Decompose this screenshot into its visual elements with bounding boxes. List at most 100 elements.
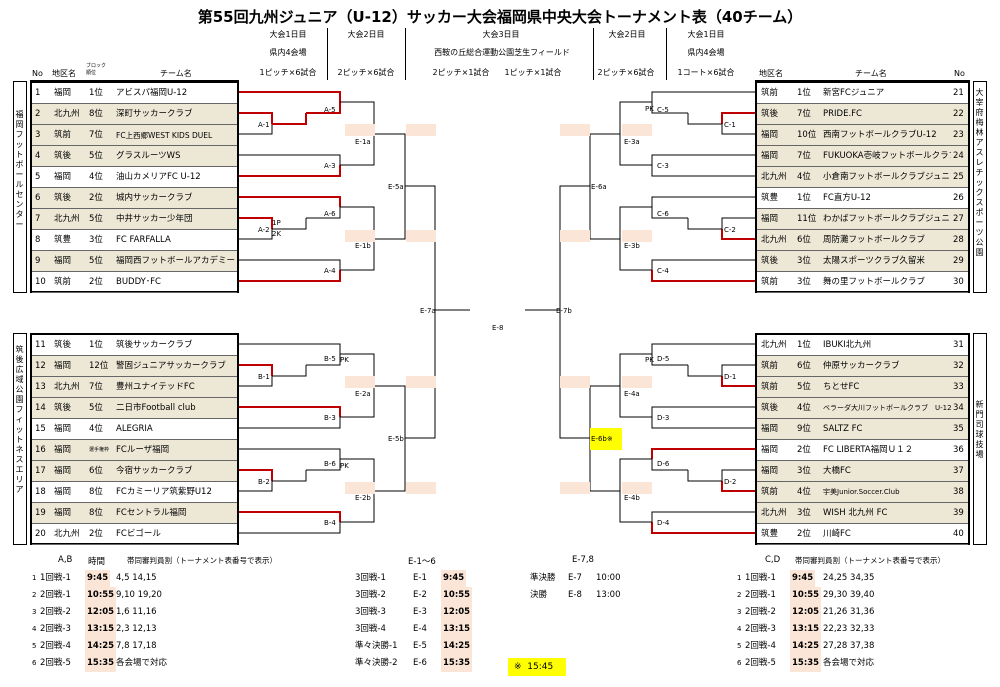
team-rank: 1位	[89, 340, 103, 350]
team-rank: 1位	[797, 340, 811, 350]
team-no: 4	[35, 151, 41, 161]
team-no: 26	[953, 193, 964, 203]
team-no: 11	[35, 340, 46, 350]
team-name: 西南フットボールクラブU-12	[823, 130, 937, 140]
team-no: 7	[35, 214, 41, 224]
match-label-e5a: E-5a	[388, 183, 404, 191]
row-round: 準決勝	[530, 573, 556, 583]
team-no: 13	[35, 382, 46, 392]
left-day2-label: 大会2日目	[347, 30, 385, 39]
team-no: 39	[953, 508, 964, 518]
row-index: 5	[737, 642, 742, 650]
team-name: FC FARFALLA	[116, 235, 171, 245]
match-label-c6: C-6	[657, 210, 669, 218]
day3-format-1: 2ピッチ×1試合	[432, 68, 490, 77]
team-name: FC直方U-12	[823, 193, 871, 203]
left-day1-venue: 県内4会場	[269, 48, 307, 57]
team-name: 深町サッカークラブ	[116, 109, 193, 119]
team-rank: 5位	[89, 256, 103, 266]
team-name: FC上西郷WEST KIDS DUEL	[116, 131, 213, 140]
match-label-d5: D-5	[657, 355, 669, 363]
right-day1-format: 1コート×6試合	[677, 68, 735, 77]
team-rank: 6位	[797, 361, 811, 371]
right-day1-venue: 県内4会場	[687, 48, 725, 57]
match-label-e3a: E-3a	[624, 138, 640, 146]
team-no: 17	[35, 466, 46, 476]
team-region: 筑後	[54, 340, 72, 350]
row-refs: 各会場で対応	[116, 658, 168, 668]
team-region: 北九州	[761, 508, 787, 518]
match-label-a4: A-4	[324, 267, 336, 275]
row-code: E-8	[568, 590, 582, 600]
team-region: 福岡	[54, 445, 72, 455]
match-label-b2: B-2	[258, 478, 270, 486]
team-name: SALTZ FC	[823, 424, 863, 434]
schedule-time-header: 時間	[88, 557, 106, 567]
match-label-c5: C-5	[657, 106, 669, 114]
team-no: 23	[953, 130, 964, 140]
row-code: E-6	[413, 658, 427, 668]
row-refs: 7,8 17,18	[116, 641, 157, 651]
team-rank: 1位	[797, 193, 811, 203]
match-label-a1: A-1	[258, 121, 270, 129]
team-name: WISH 北九州 FC	[823, 508, 888, 518]
team-name: 宇美Junior.Soccer.Club	[823, 488, 900, 496]
match-label-e7b: E-7b	[556, 307, 572, 315]
row-time: 13:15	[790, 621, 822, 638]
day3-venue: 西鞍の丘総合運動公園芝生フィールド	[434, 48, 570, 57]
row-index: 4	[32, 625, 37, 633]
team-name: ベラーダ大川フットボールクラブ U-12	[823, 404, 951, 412]
team-rank: 8位	[89, 109, 103, 119]
match-label-b5: B-5	[324, 355, 336, 363]
team-rank: 5位	[89, 403, 103, 413]
team-rank: 12位	[89, 361, 109, 371]
row-round: 1回戦-1	[40, 573, 71, 583]
team-rank: 2位	[89, 193, 103, 203]
row-round: 2回戦-3	[40, 624, 71, 634]
team-region: 筑前	[761, 361, 779, 371]
team-region: 福岡	[54, 424, 72, 434]
team-no: 34	[953, 403, 964, 413]
team-name: 新宮FCジュニア	[823, 88, 885, 98]
row-time: 14:25	[441, 638, 473, 655]
match-label-c1: C-1	[724, 121, 736, 129]
schedule-cd-header: C,D	[765, 555, 781, 565]
pk-label: 1P	[272, 219, 281, 227]
row-round: 2回戦-1	[40, 590, 71, 600]
row-time: 12:05	[790, 604, 822, 621]
row-round: 2回戦-2	[40, 607, 71, 617]
match-label-a3: A-3	[324, 162, 336, 170]
row-refs: 1,6 11,16	[116, 607, 157, 617]
team-rank: 3位	[797, 466, 811, 476]
team-rank: 6位	[89, 466, 103, 476]
team-region: 筑前	[54, 130, 72, 140]
team-name: グラスルーツWS	[116, 151, 181, 161]
team-region: 北九州	[54, 214, 80, 224]
row-index: 1	[32, 574, 37, 582]
match-label-b4: B-4	[324, 519, 336, 527]
note-badge: ※ 15:45	[508, 658, 566, 676]
venue-label-left-top: 福岡フットボールセンター	[15, 110, 24, 229]
match-label-e8: E-8	[492, 324, 503, 332]
team-no: 40	[953, 529, 964, 539]
note-time: 15:45	[527, 662, 554, 672]
match-label-d2: D-2	[724, 478, 736, 486]
row-refs: 29,30 39,40	[823, 590, 875, 600]
team-no: 5	[35, 172, 41, 182]
left-day1-format: 1ピッチ×6試合	[259, 68, 317, 77]
match-label-d3: D-3	[657, 414, 669, 422]
team-name: FC LIBERTA福岡Ｕ１２	[823, 445, 914, 455]
team-name: 二日市Football club	[116, 403, 196, 413]
team-region: 福岡	[54, 256, 72, 266]
